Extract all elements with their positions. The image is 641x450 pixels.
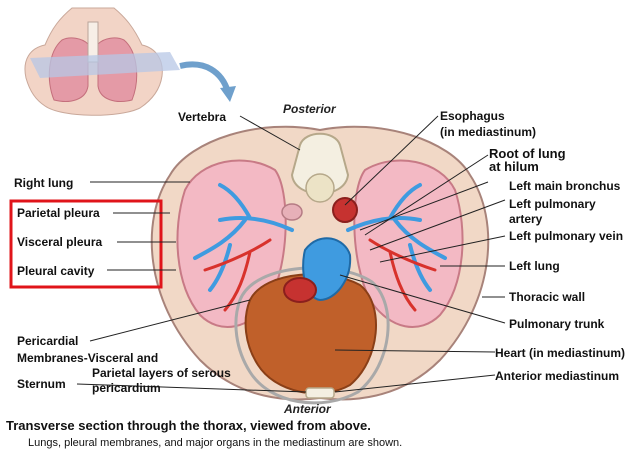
vertebra-label: Vertebra bbox=[178, 110, 226, 124]
pericardial-label-line4: pericardium bbox=[92, 381, 161, 395]
right-lung-label: Right lung bbox=[14, 176, 73, 190]
torso-inset bbox=[25, 8, 180, 115]
left-pulmonary-vein-label: Left pulmonary vein bbox=[509, 229, 623, 243]
posterior-label: Posterior bbox=[283, 102, 337, 116]
pulmonary-trunk-label: Pulmonary trunk bbox=[509, 317, 605, 331]
visceral-pleura-label: Visceral pleura bbox=[17, 235, 102, 249]
pericardial-label: Pericardial bbox=[17, 334, 78, 348]
parietal-pleura-label: Parietal pleura bbox=[17, 206, 100, 220]
caption-title: Transverse section through the thorax, v… bbox=[6, 418, 371, 433]
esophagus-label-sub: (in mediastinum) bbox=[440, 125, 536, 139]
caption-subtitle: Lungs, pleural membranes, and major orga… bbox=[28, 437, 402, 449]
root-of-lung-label-sub: at hilum bbox=[489, 159, 539, 174]
inset-arrow bbox=[180, 64, 236, 102]
thorax-cross-section bbox=[152, 127, 488, 403]
sternum-label: Sternum bbox=[17, 377, 66, 391]
thoracic-wall-label: Thoracic wall bbox=[509, 290, 585, 304]
left-pulmonary-artery-label-sub: artery bbox=[509, 212, 543, 226]
pericardial-label-line2: Membranes-Visceral and bbox=[17, 351, 158, 365]
pleural-cavity-label: Pleural cavity bbox=[17, 264, 95, 278]
heart-label: Heart (in mediastinum) bbox=[495, 346, 625, 360]
pericardial-label-line3: Parietal layers of serous bbox=[92, 366, 231, 380]
anterior-mediastinum-label: Anterior mediastinum bbox=[495, 369, 619, 383]
left-pulmonary-artery-label: Left pulmonary bbox=[509, 197, 596, 211]
left-lung-label: Left lung bbox=[509, 259, 560, 273]
left-main-bronchus-label: Left main bronchus bbox=[509, 179, 621, 193]
anterior-label: Anterior bbox=[283, 402, 332, 416]
esophagus-label: Esophagus bbox=[440, 109, 505, 123]
